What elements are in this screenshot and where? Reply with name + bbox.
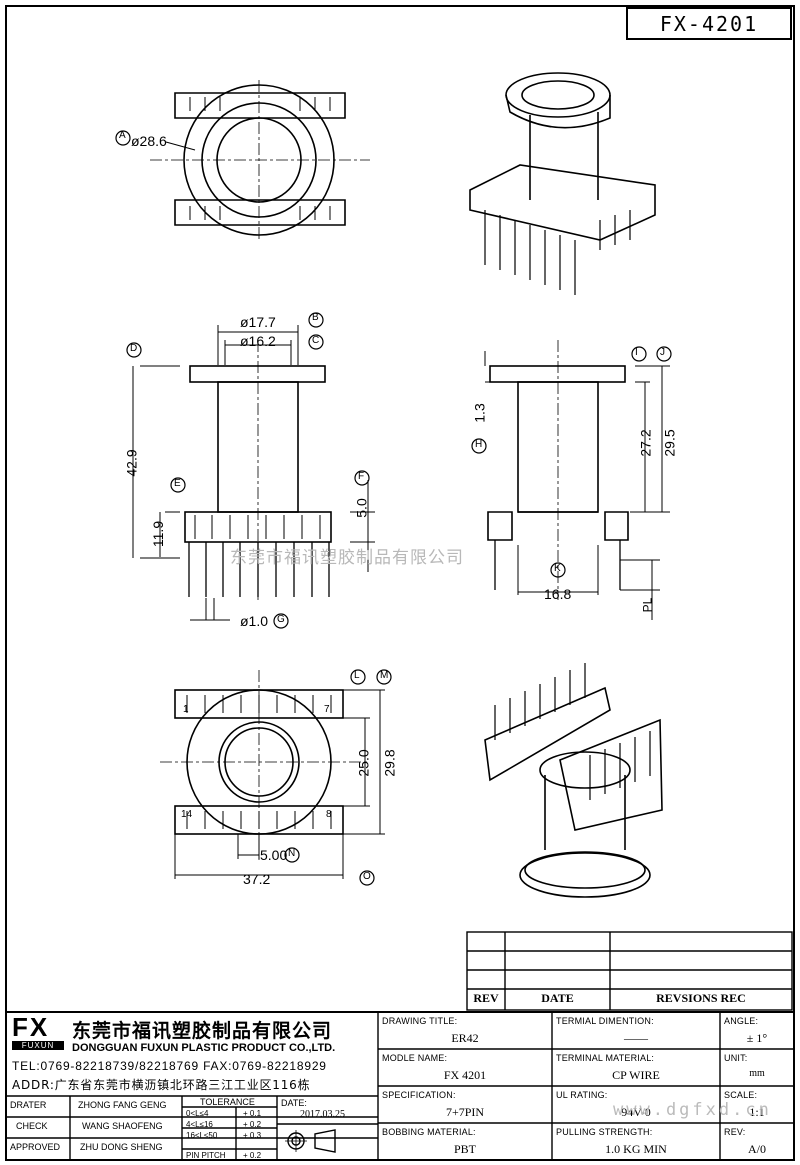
- terminal-dimension-label: TERMIAL DIMENTION:: [556, 1016, 654, 1026]
- tol4: PIN PITCH: [186, 1151, 226, 1160]
- tol2v: + 0.2: [243, 1120, 262, 1129]
- label-e: E: [174, 478, 181, 489]
- tol2: 4<L≤16: [186, 1120, 213, 1129]
- rev-value: A/0: [748, 1142, 766, 1156]
- label-b: B: [312, 312, 319, 323]
- pin-1-label: 1: [183, 704, 189, 715]
- label-i: I: [635, 347, 638, 358]
- bottom-view: [160, 670, 385, 879]
- label-l: L: [354, 670, 360, 681]
- side-view: [484, 340, 670, 620]
- dim-l-value: 25.0: [355, 749, 372, 777]
- terminal-material-label: TERMINAL MATERIAL:: [556, 1053, 655, 1063]
- pulling-strength-value: 1.0 KG MIN: [605, 1142, 667, 1156]
- logo-text: FX: [12, 1012, 50, 1042]
- scale-value: 1:1: [749, 1105, 765, 1119]
- top-view: [150, 80, 370, 240]
- angle-value: ± 1°: [746, 1031, 768, 1045]
- tol1v: + 0.1: [243, 1109, 262, 1118]
- logo-sub: FUXUN: [12, 1041, 64, 1050]
- drawing-title-value: ER42: [451, 1031, 479, 1045]
- date-label: DATE:: [281, 1098, 307, 1108]
- dim-m-value: 29.8: [381, 749, 398, 777]
- dim-c-value: ø16.2: [240, 333, 276, 349]
- label-o: O: [363, 871, 371, 882]
- company-name-cn: 东莞市福讯塑胶制品有限公司: [72, 1020, 333, 1042]
- bobbin-material-label: BOBBING MATERIAL:: [382, 1127, 476, 1137]
- label-a: A: [119, 130, 126, 141]
- dim-b-value: ø17.7: [240, 314, 276, 330]
- dim-i-value: 27.2: [637, 429, 654, 457]
- revision-table: [466, 931, 793, 1011]
- company-tel: TEL:0769-82218739/82218769 FAX:0769-8221…: [12, 1059, 327, 1073]
- bobbin-material-value: PBT: [453, 1142, 476, 1156]
- dim-h-value: 1.3: [471, 403, 488, 423]
- tol4v: + 0.2: [243, 1151, 262, 1160]
- angle-label: ANGLE:: [724, 1016, 759, 1026]
- title-block-grid: [6, 1011, 794, 1160]
- company-name-en: DONGGUAN FUXUN PLASTIC PRODUCT CO.,LTD.: [72, 1042, 336, 1054]
- approved-label: APPROVED: [10, 1142, 61, 1152]
- specification-label: SPECIFICATION:: [382, 1090, 456, 1100]
- date-value: 2017.03.25: [300, 1109, 345, 1120]
- dim-f-value: 5.0: [353, 498, 370, 518]
- scale-label: SCALE:: [724, 1090, 758, 1100]
- ul-rating-label: UL RATING:: [556, 1090, 608, 1100]
- label-c: C: [312, 335, 320, 346]
- rev-header: REV: [473, 991, 499, 1005]
- drater-label: DRATER: [10, 1100, 47, 1110]
- date-header: DATE: [541, 991, 574, 1005]
- dim-n-value: 5.00: [260, 847, 288, 863]
- watermark: 东莞市福讯塑胶制品有限公司: [230, 548, 464, 568]
- front-view: [132, 325, 375, 621]
- dim-o-value: 37.2: [243, 871, 271, 887]
- module-name-label: MODLE NAME:: [382, 1053, 448, 1063]
- label-j: J: [660, 347, 665, 358]
- label-pl: PL: [640, 597, 655, 613]
- watermark-url: www.dgfxd.cn: [613, 1100, 772, 1120]
- dim-k-value: 16.8: [544, 586, 572, 602]
- terminal-dimension-value: ——: [624, 1031, 648, 1045]
- module-name-value: FX 4201: [443, 1068, 487, 1082]
- drawing-number: FX-4201: [626, 7, 792, 40]
- drawing-title-label: DRAWING TITLE:: [382, 1016, 458, 1026]
- check-value: WANG SHAOFENG: [82, 1121, 163, 1131]
- label-h: H: [475, 439, 483, 450]
- drater-value: ZHONG FANG GENG: [78, 1100, 167, 1110]
- tol1: 0<L≤4: [186, 1109, 209, 1118]
- unit-value: mm: [749, 1068, 765, 1079]
- check-label: CHECK: [16, 1121, 48, 1131]
- tol3v: + 0.3: [243, 1131, 262, 1140]
- label-k: K: [554, 563, 561, 574]
- pulling-strength-label: PULLING STRENGTH:: [556, 1127, 653, 1137]
- pin-8-label: 8: [326, 809, 332, 820]
- terminal-material-value: CP WIRE: [612, 1068, 660, 1082]
- dim-j-value: 29.5: [661, 429, 678, 457]
- dim-a-value: ø28.6: [131, 133, 167, 149]
- label-g: G: [277, 614, 285, 625]
- label-n: N: [288, 848, 296, 859]
- dim-g-value: ø1.0: [240, 613, 269, 629]
- tolerance-label: TOLERANCE: [200, 1097, 255, 1107]
- pin-14-label: 14: [181, 809, 193, 820]
- dim-d-value: 42.9: [123, 449, 140, 477]
- tol3: 16<L≤50: [186, 1131, 218, 1140]
- pin-7-label: 7: [324, 704, 330, 715]
- company-logo: FX FUXUN: [12, 1013, 64, 1050]
- iso-view-bottom: [484, 663, 663, 898]
- approved-value: ZHU DONG SHENG: [80, 1142, 163, 1152]
- revisions-header: REVSIONS REC: [656, 991, 746, 1005]
- specification-value: 7+7PIN: [445, 1105, 485, 1119]
- label-f: F: [358, 471, 365, 482]
- label-d: D: [130, 343, 138, 354]
- dim-e-value: 11.9: [150, 520, 167, 548]
- iso-view-top: [469, 72, 656, 295]
- ul-rating-value: 94V-0: [621, 1105, 651, 1119]
- rev-label: REV:: [724, 1127, 746, 1137]
- company-address: ADDR:广东省东莞市横沥镇北环路三江工业区116栋: [12, 1078, 311, 1092]
- unit-label: UNIT:: [724, 1053, 748, 1063]
- label-m: M: [380, 670, 389, 681]
